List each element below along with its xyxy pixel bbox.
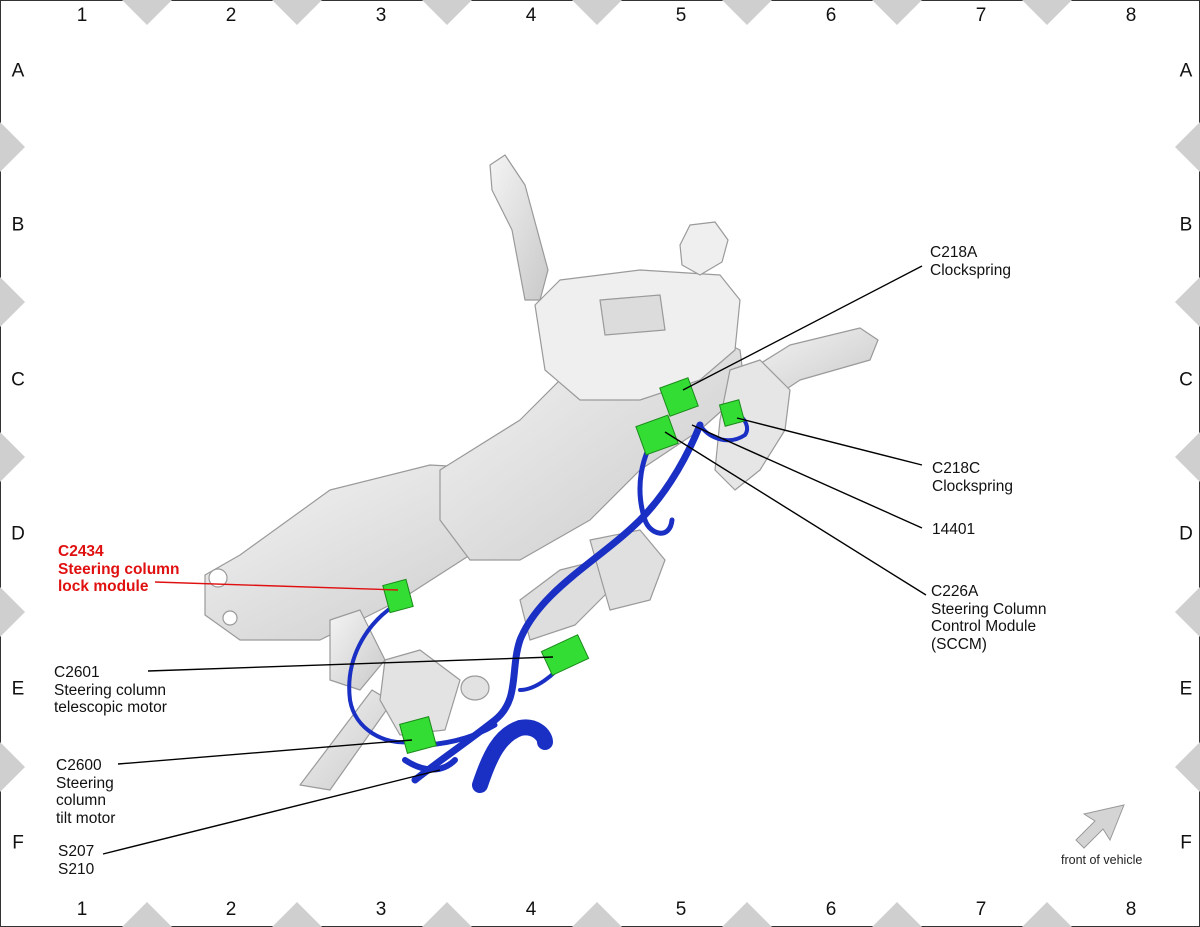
leader-c2600 <box>117 739 413 765</box>
leader-c218a <box>682 265 923 391</box>
connector-c226a <box>635 414 679 456</box>
leader-c226a <box>664 431 927 596</box>
left-stalk <box>489 154 549 301</box>
grid-column-label-bottom: 7 <box>975 899 987 920</box>
front-arrow-icon <box>1075 804 1125 849</box>
grid-row-label-right: B <box>1179 214 1193 236</box>
callout-14401: 14401 <box>932 521 976 538</box>
grid-row-label-right: C <box>1179 369 1193 391</box>
callout-c218a: C218A Clockspring <box>930 244 1011 279</box>
callout-c2601: C2601 Steering column telescopic motor <box>54 664 167 716</box>
callout-c218c: C218C Clockspring <box>932 460 1013 495</box>
grid-row-label-right: A <box>1179 60 1193 82</box>
grid-column-label-top: 3 <box>375 5 387 26</box>
grid-row-label-right: F <box>1180 832 1192 854</box>
connector-c2601 <box>540 634 590 676</box>
leader-c218c <box>736 417 923 466</box>
grid-column-label-top: 5 <box>675 5 687 26</box>
grid-column-label-bottom: 4 <box>525 899 537 920</box>
leader-c2601 <box>147 656 554 672</box>
grid-row-label-left: B <box>11 214 25 236</box>
grid-column-label-bottom: 6 <box>825 899 837 920</box>
connector-c218c <box>718 399 746 427</box>
callout-c226a: C226A Steering Column Control Module (SC… <box>931 583 1047 653</box>
ignition-ring <box>679 221 729 276</box>
zone-markers-bottom <box>122 902 1072 927</box>
connector-c2600 <box>399 716 437 754</box>
zone-markers-right <box>1175 122 1200 792</box>
grid-column-label-bottom: 5 <box>675 899 687 920</box>
connectors <box>382 377 746 754</box>
front-of-vehicle-label: front of vehicle <box>1061 853 1143 867</box>
grid-row-label-left: E <box>11 678 25 700</box>
leader-lines <box>102 265 927 855</box>
grid-column-label-bottom: 2 <box>225 899 237 920</box>
switch-housing <box>534 269 741 401</box>
grid-column-label-top: 8 <box>1125 5 1137 26</box>
leader-14401 <box>691 424 923 529</box>
telescopic-motor <box>519 559 611 641</box>
callout-c2434: C2434 Steering column lock module <box>58 543 180 595</box>
grid-column-label-bottom: 1 <box>76 899 88 920</box>
grid-row-label-right: E <box>1179 678 1193 700</box>
zone-markers-top <box>122 0 1072 25</box>
grid-column-label-top: 2 <box>225 5 237 26</box>
intermediate-shaft <box>299 689 393 791</box>
grid-row-label-left: D <box>11 523 25 545</box>
grid-column-label-top: 7 <box>975 5 987 26</box>
callout-c2600: C2600 Steering column tilt motor <box>56 757 116 827</box>
grid-column-label-bottom: 3 <box>375 899 387 920</box>
grid-column-label-top: 4 <box>525 5 537 26</box>
leader-c2434 <box>154 581 399 591</box>
grid-column-label-top: 1 <box>76 5 88 26</box>
grid-row-label-left: F <box>12 832 24 854</box>
connector-c2434 <box>382 578 414 614</box>
grid-column-label-top: 6 <box>825 5 837 26</box>
callout-s207-s210: S207 S210 <box>58 843 95 878</box>
steering-column-assembly <box>204 154 879 791</box>
zone-markers-left <box>0 122 25 792</box>
grid-row-label-right: D <box>1179 523 1193 545</box>
grid-column-label-bottom: 8 <box>1125 899 1137 920</box>
grid-row-label-left: C <box>11 369 25 391</box>
grid-row-label-left: A <box>11 60 25 82</box>
leader-s207 <box>102 769 441 855</box>
